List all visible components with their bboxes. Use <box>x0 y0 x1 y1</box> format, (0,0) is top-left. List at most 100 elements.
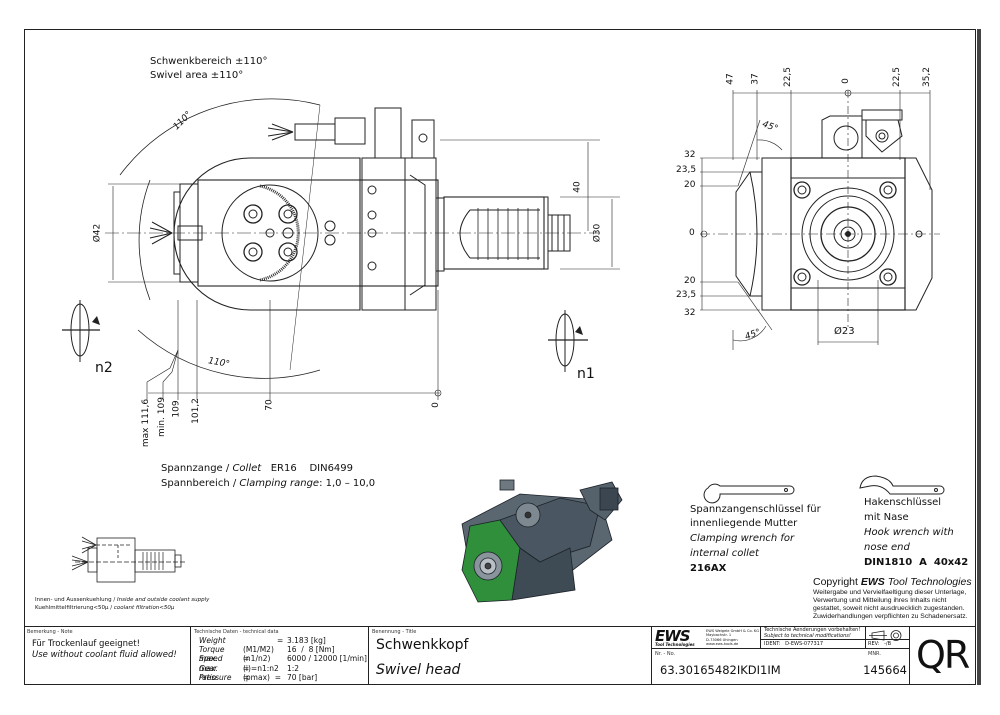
change-note-de: Technische Aenderungen vorbehalten! <box>764 627 861 633</box>
sheet-edge <box>977 29 981 685</box>
tech-row-param: (M1/M2) = <box>243 645 274 664</box>
title-block: Bemerkung - Note Für Trockenlauf geeigne… <box>24 626 976 685</box>
tech-row-label: Torque max. <box>199 645 225 664</box>
coolant-line-2: Kuehlmittelfiltrierung<50µ / coolant fil… <box>35 605 174 611</box>
tech-row-value: 1:2 <box>287 663 300 673</box>
collet-line: Spannzange / Collet ER16 DIN6499 <box>161 463 353 474</box>
copyright-brand: EWS <box>860 576 885 588</box>
swivel-arc-left <box>138 179 151 301</box>
tech-row-label: Speed max. <box>199 654 223 673</box>
collet-spec: ER16 DIN6499 <box>270 463 354 474</box>
dim-min-109: min. 109 <box>156 397 167 437</box>
change-note-cell: Technische Aenderungen vorbehalten! Subj… <box>761 627 866 640</box>
company-line: EWS Weigele GmbH & Co. KG <box>706 629 760 633</box>
title-cell: Benennung - Title Schwenkkopf Swivel hea… <box>369 627 652 685</box>
company-line: D-73066 Uhingen <box>706 637 738 642</box>
qr-label: QR <box>916 633 970 677</box>
wrench2-de-2: mit Nase <box>864 512 909 523</box>
dim-diameter-23: Ø23 <box>834 326 855 337</box>
copyright-suffix: Tool Technologies <box>884 576 972 588</box>
dim-40: 40 <box>572 181 583 193</box>
rotation-n2-arrow <box>92 316 100 325</box>
drawing-sheet <box>24 29 976 685</box>
dim-0-left: 0 <box>689 228 695 238</box>
title-caption: Benennung - Title <box>372 629 417 635</box>
dim-23-5-bottom: 23,5 <box>676 290 697 300</box>
copyright-line: Verwertung und Mitteilung ihres Inhalts … <box>813 597 947 604</box>
coolant-filtration-de: Kuehlmittelfiltrierung<50µ / <box>35 605 114 611</box>
dim-max-111-6: max 111,6 <box>141 398 152 448</box>
copyright-line: gestattet, soweit nicht ausdruecklich zu… <box>813 605 965 612</box>
ident-value: IDENT: D-EWS-077317 <box>764 641 824 647</box>
dim-101-2: 101,2 <box>190 398 201 424</box>
copyright-line: Zuwiderhandlungen verpflichten zu Schade… <box>813 613 968 620</box>
revision-value: REV: -/B <box>868 641 892 647</box>
swivel-head-3d-model <box>461 479 623 603</box>
coolant-supply-de: Innen- und Aussenkuehlung / <box>35 597 117 603</box>
copyright-line: Weitergabe und Vervielfaeltigung dieser … <box>813 589 967 596</box>
dim-32-bottom: 32 <box>684 308 696 318</box>
wrench1-en-1: Clamping wrench for <box>690 533 795 544</box>
technical-data-caption: Technische Daten - technical data <box>194 629 279 635</box>
hook-wrench-icon <box>859 475 945 495</box>
mnr-cell: MNR. 145664 <box>863 649 910 685</box>
ident-cell: IDENT: D-EWS-077317 <box>761 640 866 649</box>
tech-row-value: 3.183 [kg] <box>287 636 326 645</box>
clamping-range-value: : 1,0 – 10,0 <box>319 478 376 489</box>
company-line: Maybachstr. 1 <box>706 633 732 638</box>
dim-37: 37 <box>750 73 761 85</box>
dim-22-5-left: 22,5 <box>783 66 794 88</box>
projection-symbol-icon <box>869 630 902 641</box>
wrench1-de-2: innenliegende Mutter <box>690 518 798 529</box>
part-number: 63.30165482IKDI1IM <box>660 663 781 677</box>
dim-109: 109 <box>171 400 182 418</box>
swivel-arc-outer-lower <box>137 329 321 379</box>
coolant-supply-en: Inside and outside coolant supply <box>116 597 210 603</box>
technical-data-cell: Technische Daten - technical data Weight… <box>191 627 369 685</box>
wrench2-en-2: nose end <box>864 542 910 553</box>
tech-row-value: 6000 / 12000 [1/min] <box>287 654 367 664</box>
mnr-caption: MNR. <box>868 651 881 657</box>
note-cell: Bemerkung - Note Für Trockenlauf geeigne… <box>24 627 191 685</box>
dim-0-top: 0 <box>840 78 851 84</box>
dim-70: 70 <box>264 399 275 411</box>
rotation-label-n2: n2 <box>95 360 113 376</box>
collet-label-de: Spannzange / <box>161 463 233 474</box>
dim-23-5-top: 23,5 <box>676 165 697 175</box>
change-note-en: Subject to technical modifications! <box>764 633 851 639</box>
tech-row-param: (n1/n2) = <box>243 654 271 673</box>
copyright-notice: Weitergabe und Vervielfaeltigung dieser … <box>813 589 968 621</box>
dim-47: 47 <box>725 73 736 85</box>
company-line: www.ews-tools.de <box>706 641 739 646</box>
coolant-schematic <box>71 536 185 583</box>
dim-20-top: 20 <box>684 180 696 190</box>
qr-cell: QR <box>910 627 974 685</box>
part-number-cell: Nr. - No. 63.30165482IKDI1IM <box>652 649 866 685</box>
swivel-arc-outer <box>119 98 321 176</box>
coolant-filtration-en: coolant filtration<50µ <box>113 605 175 611</box>
title-en: Swivel head <box>376 662 461 678</box>
drive-spline <box>547 214 571 252</box>
mnr-value: 145664 <box>863 663 907 677</box>
dim-32-top: 32 <box>684 150 696 160</box>
note-en: Use without coolant fluid allowed! <box>32 650 177 660</box>
dim-20-bottom: 20 <box>684 276 696 286</box>
ews-logo: EWS <box>655 627 691 645</box>
dim-diameter-42: Ø42 <box>92 223 103 243</box>
part-number-caption: Nr. - No. <box>655 651 676 657</box>
tech-row-label: Weight <box>199 636 226 645</box>
copyright-title: Copyright EWS Tool Technologies <box>813 576 972 588</box>
dim-0-side: 0 <box>430 402 441 408</box>
clamping-wrench-icon <box>703 483 795 504</box>
wrench2-de-1: Hakenschlüssel <box>864 497 942 508</box>
angle-dial <box>221 184 319 282</box>
dim-diameter-30: Ø30 <box>592 223 603 243</box>
dim-22-5-right: 22,5 <box>892 66 903 88</box>
tech-row-eq: = <box>277 636 284 645</box>
swivel-head-body <box>173 157 361 311</box>
wrench1-code: 216AX <box>690 563 727 574</box>
swivel-range-de: Schwenkbereich ±110° <box>150 56 268 67</box>
title-de: Schwenkkopf <box>376 637 469 653</box>
wrench2-code: DIN1810 A 40x42 <box>864 557 969 568</box>
